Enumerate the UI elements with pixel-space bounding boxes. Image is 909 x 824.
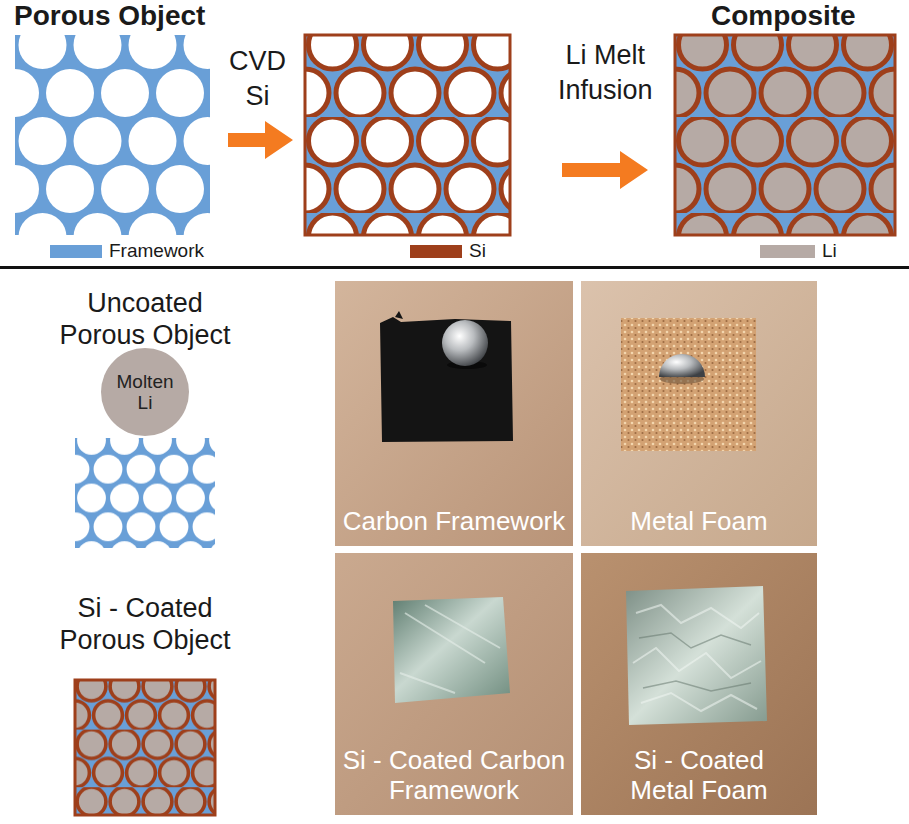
uncoated-object	[75, 438, 215, 548]
photo-caption: Si - Coated Metal Foam	[604, 745, 794, 805]
legend-swatch	[760, 245, 815, 258]
coated-panel	[305, 35, 510, 235]
row-heading: Uncoated Porous Object	[45, 287, 245, 351]
photo-panel: Si - Coated Carbon Framework	[335, 553, 573, 815]
photo-panel: Carbon Framework	[335, 281, 573, 546]
legend-text: Framework	[109, 240, 204, 262]
molten-li-droplet: Molten Li	[100, 347, 190, 437]
framework-panel	[15, 35, 210, 235]
row-heading: Si - Coated Porous Object	[45, 592, 245, 656]
composite-pattern	[75, 680, 215, 815]
coated-object	[75, 680, 215, 815]
panel-title: Composite	[711, 0, 856, 32]
photo-panel: Metal Foam	[581, 281, 817, 546]
composite-pattern	[675, 35, 895, 235]
photo-caption: Metal Foam	[584, 506, 814, 536]
coated-pattern	[305, 35, 510, 235]
photo-caption: Carbon Framework	[339, 506, 569, 536]
step-label: CVD Si	[229, 44, 286, 114]
node-text: Molten Li	[116, 371, 173, 413]
composite-panel	[675, 35, 895, 235]
legend-text: Si	[469, 240, 486, 262]
legend-text: Li	[822, 240, 837, 262]
legend-swatch	[410, 245, 462, 258]
step-label: Li Melt Infusion	[558, 38, 653, 108]
photo-caption: Si - Coated Carbon Framework	[339, 745, 569, 805]
process-arrow	[562, 151, 648, 189]
divider-line	[0, 266, 909, 269]
panel-title: Porous Object	[14, 0, 205, 32]
legend-swatch	[50, 245, 102, 258]
photo-panel: Si - Coated Metal Foam	[581, 553, 817, 815]
pore-pattern	[75, 438, 215, 548]
process-arrow	[228, 121, 293, 159]
pore-pattern	[15, 35, 210, 235]
